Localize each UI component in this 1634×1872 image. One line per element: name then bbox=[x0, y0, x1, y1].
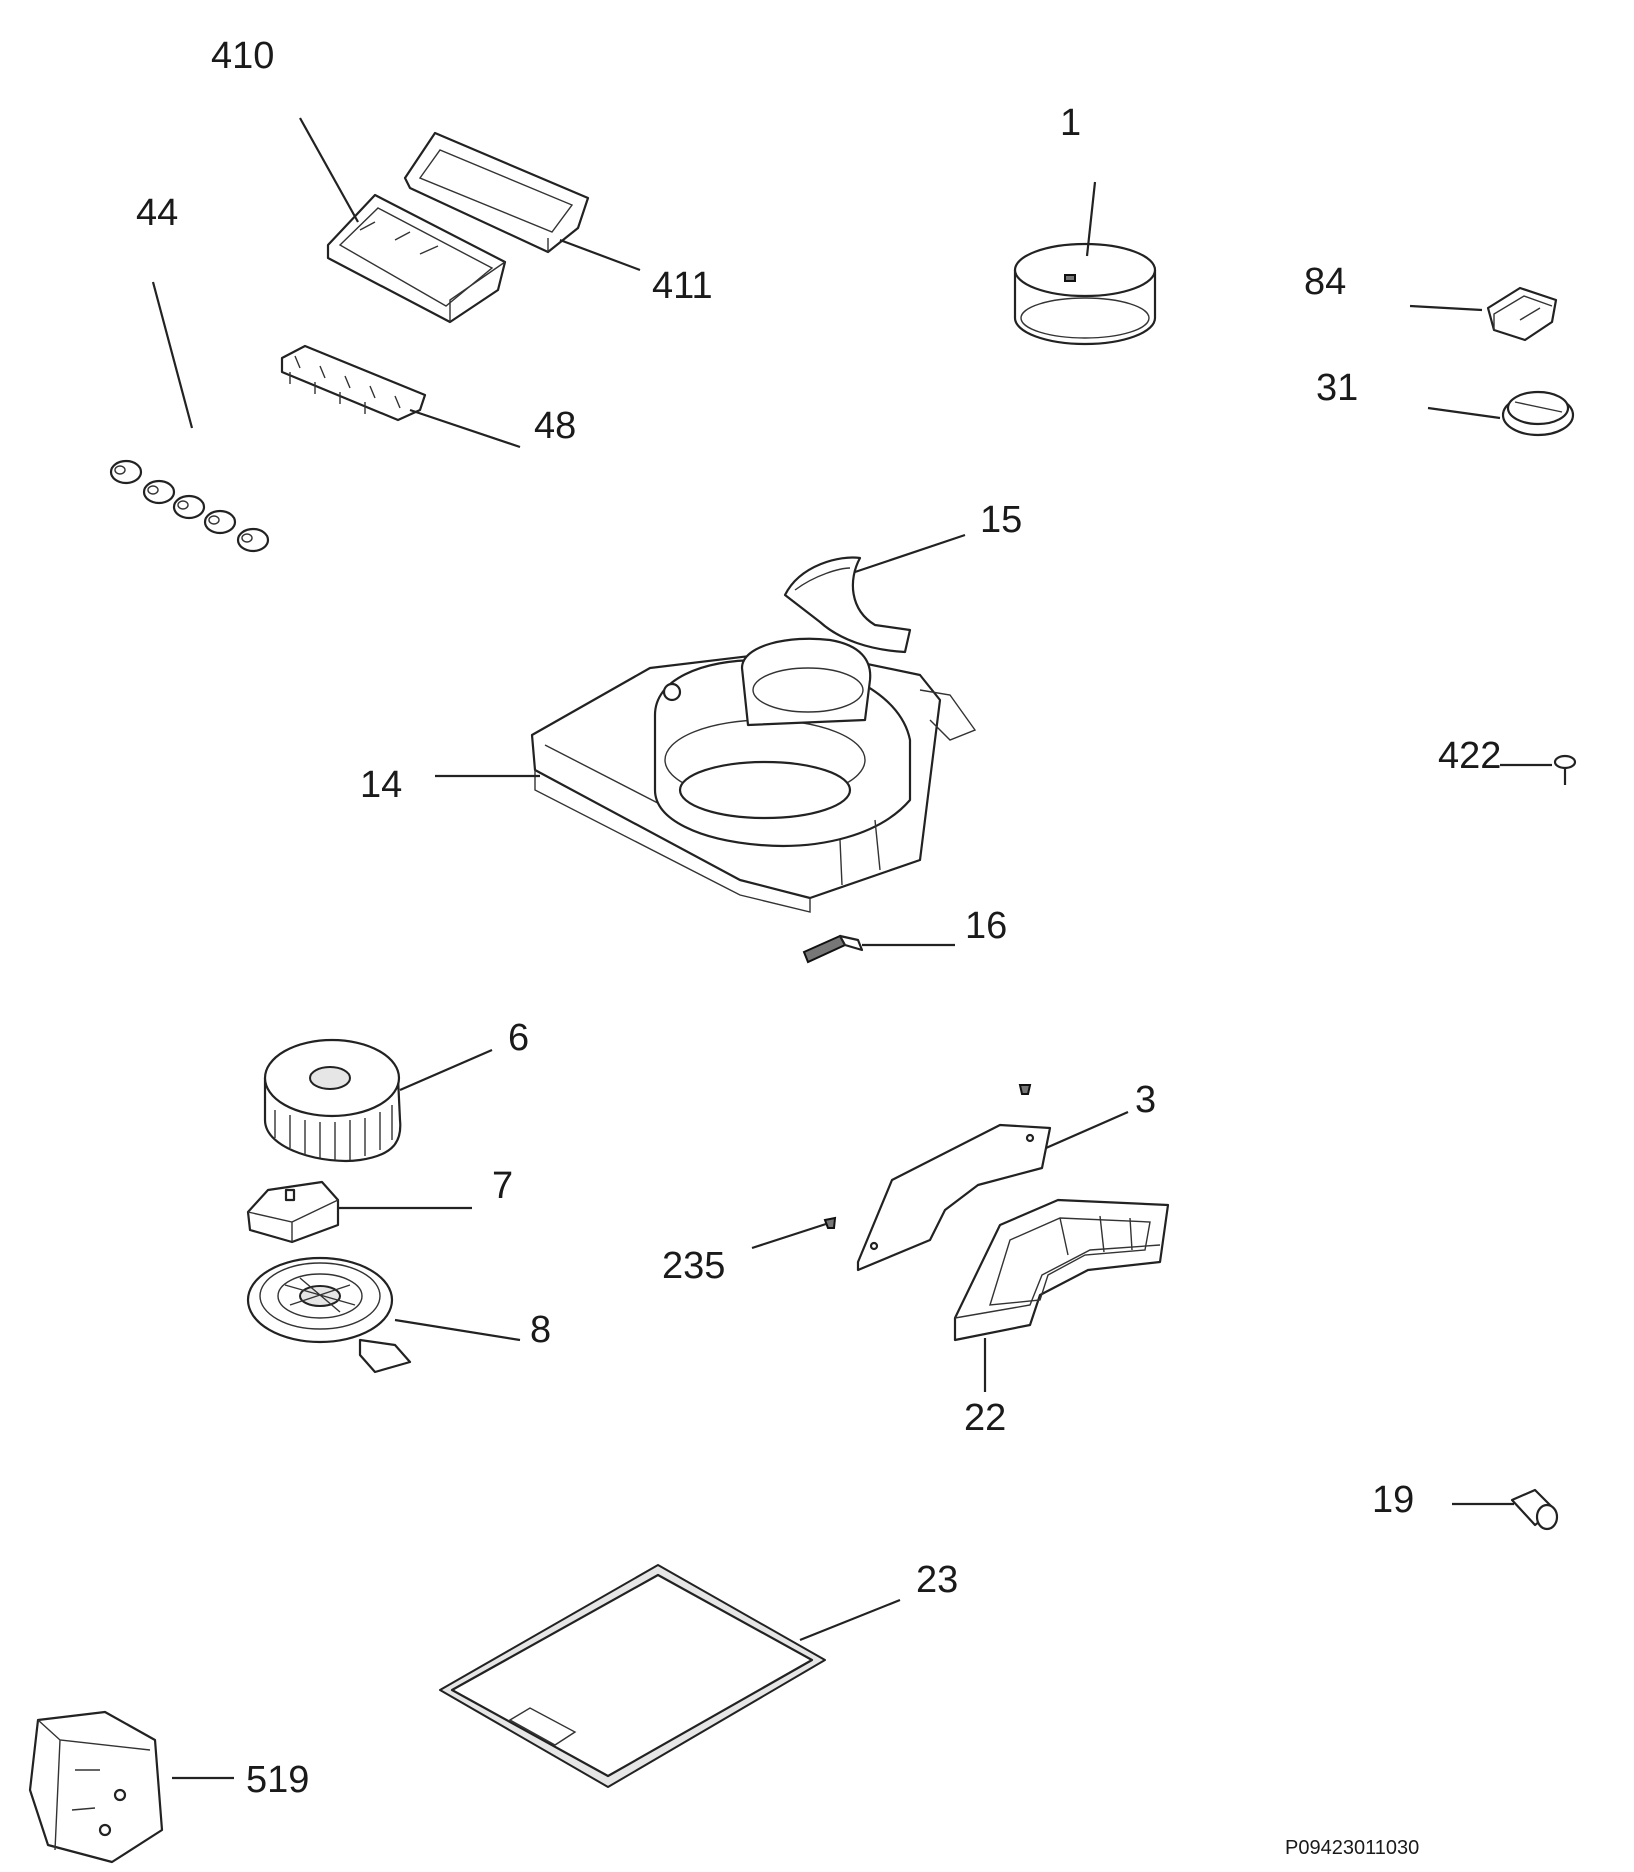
label-16: 16 bbox=[965, 905, 1007, 947]
label-22: 22 bbox=[964, 1397, 1006, 1439]
label-19: 19 bbox=[1372, 1479, 1414, 1521]
label-84: 84 bbox=[1304, 261, 1346, 303]
part-3-cover-plate bbox=[856, 1084, 1129, 1272]
part-23-grease-filter bbox=[439, 1564, 901, 1788]
part-22-duct-insert bbox=[953, 1198, 1170, 1392]
label-3: 3 bbox=[1135, 1079, 1156, 1121]
part-1-collar-ring bbox=[1013, 181, 1157, 346]
part-16-lamp-holder bbox=[802, 934, 955, 964]
label-8: 8 bbox=[530, 1309, 551, 1351]
label-15: 15 bbox=[980, 499, 1022, 541]
label-48: 48 bbox=[534, 405, 576, 447]
part-7-capacitor bbox=[246, 1180, 472, 1244]
part-19-bulb bbox=[1452, 1488, 1559, 1531]
part-519-accessory-bag bbox=[28, 1710, 234, 1864]
part-422-screw bbox=[1500, 754, 1577, 785]
part-6-fan-wheel bbox=[263, 1038, 493, 1162]
label-410: 410 bbox=[211, 35, 274, 77]
label-7: 7 bbox=[492, 1165, 513, 1207]
label-23: 23 bbox=[916, 1559, 958, 1601]
label-6: 6 bbox=[508, 1017, 529, 1059]
label-422: 422 bbox=[1438, 735, 1501, 777]
part-14-motor-housing bbox=[435, 637, 977, 913]
label-519: 519 bbox=[246, 1759, 309, 1801]
part-410-control-housing bbox=[299, 117, 507, 324]
label-14: 14 bbox=[360, 764, 402, 806]
part-84-switch bbox=[1409, 286, 1558, 342]
part-15-valve-flap bbox=[783, 533, 966, 654]
part-44-knobs bbox=[109, 281, 270, 553]
label-235: 235 bbox=[662, 1245, 725, 1287]
label-44: 44 bbox=[136, 192, 178, 234]
label-1: 1 bbox=[1060, 102, 1081, 144]
part-235-screw bbox=[751, 1216, 837, 1250]
label-31: 31 bbox=[1316, 367, 1358, 409]
part-8-motor bbox=[246, 1256, 521, 1374]
part-31-knob bbox=[1427, 390, 1575, 437]
label-411: 411 bbox=[652, 265, 713, 307]
document-id: P09423011030 bbox=[1285, 1837, 1419, 1859]
part-411-control-panel bbox=[403, 131, 641, 272]
part-48-switch-block bbox=[280, 344, 521, 449]
